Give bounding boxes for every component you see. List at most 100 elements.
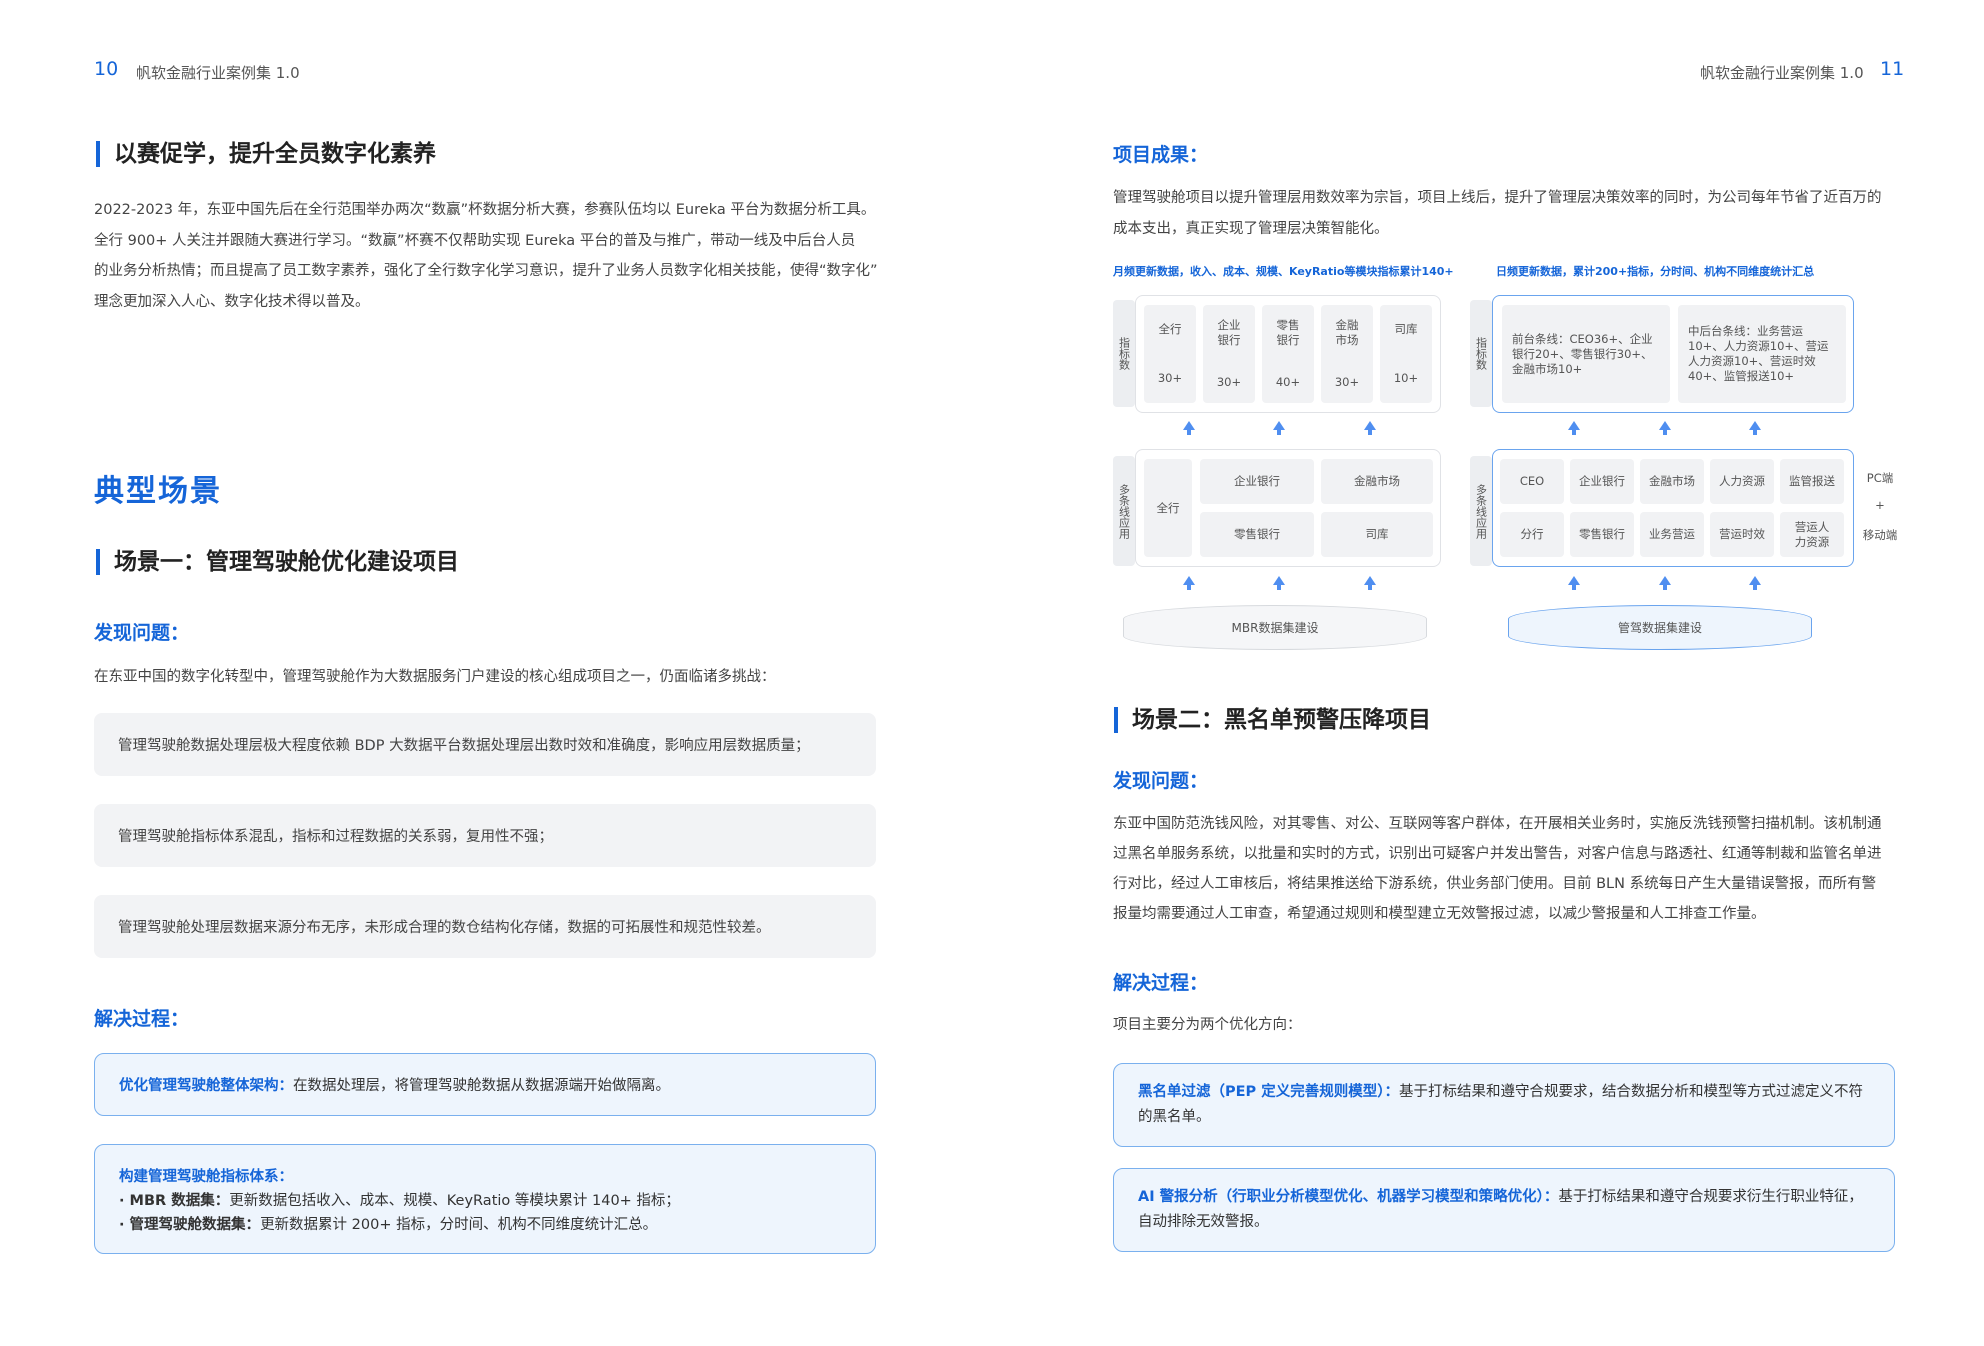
- paragraph-line: 全行 900+ 人关注并跟随大赛进行学习。“数赢”杯赛不仅帮助实现 Eureka…: [94, 232, 856, 249]
- solution-item-text: 在数据处理层，将管理驾驶舱数据从数据源端开始做隔离。: [293, 1078, 670, 1094]
- paragraph-line: 的业务分析热情；而且提高了员工数字素养，强化了全行数字化学习意识，提升了业务人员…: [94, 263, 878, 279]
- indicator-cells: 全行 30+ 企业银行 30+ 零售银行 40+ 金融市场 30+ 司库 10+: [1144, 305, 1432, 403]
- paragraph-line: 理念更加深入人心、数字化技术得以普及。: [94, 293, 370, 310]
- running-header-left: 帆软金融行业案例集 1.0: [136, 64, 300, 82]
- indicator-name: 司库: [1394, 322, 1418, 336]
- indicator-value: 30+: [1216, 374, 1242, 389]
- indicator-value: 10+: [1393, 371, 1419, 385]
- up-arrow-icon: [1749, 421, 1761, 435]
- scene1-title: 场景一：管理驾驶舱优化建设项目: [96, 549, 459, 575]
- problem-text: 管理驾驶舱处理层数据来源分布无序，未形成合理的数仓结构化存储，数据的可拓展性和规…: [118, 920, 771, 936]
- solution-item: 黑名单过滤（PEP 定义完善规则模型）：基于打标结果和遵守合规要求，结合数据分析…: [1113, 1063, 1895, 1147]
- problem-heading: 发现问题：: [94, 622, 190, 644]
- problem-item: 管理驾驶舱数据处理层极大程度依赖 BDP 大数据平台数据处理层出数时效和准确度，…: [94, 713, 876, 776]
- scene2-title: 场景二：黑名单预警压降项目: [1114, 707, 1431, 733]
- problem-item: 管理驾驶舱处理层数据来源分布无序，未形成合理的数仓结构化存储，数据的可拓展性和规…: [94, 895, 876, 958]
- indicator-name: 企业银行: [1217, 318, 1241, 348]
- result-heading: 项目成果：: [1113, 144, 1209, 166]
- indicator-cell: 金融市场 30+: [1321, 305, 1373, 403]
- paragraph-line: 行对比，经过人工审核后，将结果推送给下游系统，供业务部门使用。目前 BLN 系统…: [1113, 876, 1877, 892]
- page-number-left: 10: [94, 58, 119, 80]
- application-cell: 零售银行: [1570, 512, 1634, 557]
- section-paragraph: 2022-2023 年，东亚中国先后在全行范围举办两次“数赢”杯数据分析大赛，参…: [94, 195, 894, 317]
- up-arrow-icon: [1659, 576, 1671, 590]
- solution-heading: 解决过程：: [1113, 972, 1209, 994]
- up-arrow-icon: [1183, 576, 1195, 590]
- indicator-value: 30+: [1157, 371, 1183, 385]
- application-cell: 零售银行: [1200, 512, 1314, 557]
- solution-item: 构建管理驾驶舱指标体系： · MBR 数据集：更新数据包括收入、成本、规模、Ke…: [94, 1144, 876, 1254]
- result-paragraph: 管理驾驶舱项目以提升管理层用数效率为宗旨，项目上线后，提升了管理层决策效率的同时…: [1113, 183, 1903, 244]
- indicator-name: 零售银行: [1276, 318, 1300, 348]
- section-title: 以赛促学，提升全员数字化素养: [96, 141, 436, 167]
- application-cell: 企业银行: [1200, 459, 1314, 504]
- up-arrow-icon: [1749, 576, 1761, 590]
- pc-label: PC端: [1866, 471, 1894, 485]
- paragraph-line: 东亚中国防范洗钱风险，对其零售、对公、互联网等客户群体，在开展相关业务时，实施反…: [1113, 816, 1882, 832]
- indicator-name: 金融市场: [1335, 318, 1359, 348]
- solution-sublabel: · MBR 数据集：: [119, 1193, 230, 1209]
- application-row: CEO 企业银行 金融市场 人力资源 监管报送: [1500, 459, 1844, 504]
- indicator-cell: 中后台条线：业务营运10+、人力资源10+、营运人力资源10+、营运时效40+、…: [1678, 305, 1846, 403]
- up-arrow-icon: [1568, 576, 1580, 590]
- application-row: 分行 零售银行 业务营运 营运时效 营运人力资源: [1500, 512, 1844, 557]
- indicator-count-label: 指标数: [1470, 300, 1492, 407]
- mobile-label: 移动端: [1862, 528, 1898, 542]
- indicator-count-label: 指标数: [1113, 300, 1135, 407]
- application-cell: 金融市场: [1640, 459, 1704, 504]
- problem-text: 管理驾驶舱指标体系混乱，指标和过程数据的关系弱，复用性不强；: [118, 829, 553, 845]
- application-cell: 营运时效: [1710, 512, 1774, 557]
- plus-label: +: [1875, 498, 1885, 512]
- up-arrow-icon: [1364, 576, 1376, 590]
- solution-item: AI 警报分析（行职业分析模型优化、机器学习模型和策略优化）：基于打标结果和遵守…: [1113, 1168, 1895, 1252]
- dataset-base: 管驾数据集建设: [1508, 605, 1812, 650]
- problem-intro: 在东亚中国的数字化转型中，管理驾驶舱作为大数据服务门户建设的核心组成项目之一，仍…: [94, 669, 776, 685]
- indicator-cell: 前台条线：CEO36+、企业银行20+、零售银行30+、金融市场10+: [1502, 305, 1670, 403]
- application-cell: 监管报送: [1780, 459, 1844, 504]
- problem-paragraph: 东亚中国防范洗钱风险，对其零售、对公、互联网等客户群体，在开展相关业务时，实施反…: [1113, 809, 1903, 929]
- up-arrow-icon: [1273, 576, 1285, 590]
- paragraph-line: 成本支出，真正实现了管理层决策智能化。: [1113, 220, 1389, 237]
- diagram-right-caption: 日频更新数据，累计200+指标，分时间、机构不同维度统计汇总: [1496, 265, 1815, 278]
- solution-item-text: 基于打标结果和遵守合规要求衍生行职业特征，: [1558, 1189, 1863, 1205]
- indicator-cell: 司库 10+: [1380, 305, 1432, 403]
- paragraph-line: 报量均需要通过人工审查，希望通过规则和模型建立无效警报过滤，以减少警报量和人工排…: [1113, 906, 1766, 922]
- up-arrow-icon: [1659, 421, 1671, 435]
- application-cell: 企业银行: [1570, 459, 1634, 504]
- solution-subtext: 更新数据累计 200+ 指标，分时间、机构不同维度统计汇总。: [260, 1217, 658, 1233]
- up-arrow-icon: [1364, 421, 1376, 435]
- solution-item-text: 基于打标结果和遵守合规要求，结合数据分析和模型等方式过滤定义不符: [1398, 1084, 1863, 1100]
- indicator-value: 30+: [1334, 374, 1360, 389]
- solution-item-label: AI 警报分析（行职业分析模型优化、机器学习模型和策略优化）：: [1138, 1189, 1559, 1205]
- indicator-cell: 零售银行 40+: [1262, 305, 1314, 403]
- paragraph-line: 过黑名单服务系统，以批量和实时的方式，识别出可疑客户并发出警告，对客户信息与路透…: [1113, 846, 1882, 862]
- application-cell: CEO: [1500, 459, 1564, 504]
- solution-subtext: 更新数据包括收入、成本、规模、KeyRatio 等模块累计 140+ 指标；: [229, 1193, 680, 1209]
- solution-item-text: 自动排除无效警报。: [1138, 1214, 1269, 1230]
- application-cell: 人力资源: [1710, 459, 1774, 504]
- paragraph-line: 2022-2023 年，东亚中国先后在全行范围举办两次“数赢”杯数据分析大赛，参…: [94, 202, 876, 218]
- solution-sublabel: · 管理驾驶舱数据集：: [119, 1217, 261, 1233]
- indicator-cell: 企业银行 30+: [1203, 305, 1255, 403]
- problem-item: 管理驾驶舱指标体系混乱，指标和过程数据的关系弱，复用性不强；: [94, 804, 876, 867]
- up-arrow-icon: [1273, 421, 1285, 435]
- application-cell: 业务营运: [1640, 512, 1704, 557]
- indicator-value: 40+: [1275, 374, 1301, 389]
- solution-item-text: 的黑名单。: [1138, 1109, 1211, 1125]
- application-cell: 营运人力资源: [1780, 512, 1844, 557]
- diagram-left-caption: 月频更新数据，收入、成本、规模、KeyRatio等模块指标累计140+: [1113, 265, 1454, 278]
- solution-item-label: 构建管理驾驶舱指标体系：: [119, 1169, 293, 1185]
- indicator-name: 全行: [1158, 322, 1182, 336]
- problem-text: 管理驾驶舱数据处理层极大程度依赖 BDP 大数据平台数据处理层出数时效和准确度，…: [118, 738, 810, 754]
- problem-heading: 发现问题：: [1113, 770, 1209, 792]
- up-arrow-icon: [1183, 421, 1195, 435]
- dataset-base: MBR数据集建设: [1123, 605, 1427, 650]
- solution-item: 优化管理驾驶舱整体架构：在数据处理层，将管理驾驶舱数据从数据源端开始做隔离。: [94, 1053, 876, 1116]
- application-cell: 司库: [1321, 512, 1433, 557]
- up-arrow-icon: [1568, 421, 1580, 435]
- solution-item-label: 优化管理驾驶舱整体架构：: [119, 1078, 293, 1094]
- indicator-cell: 全行 30+: [1144, 305, 1196, 403]
- solution-heading: 解决过程：: [94, 1008, 190, 1030]
- application-cell: 分行: [1500, 512, 1564, 557]
- solution-intro: 项目主要分为两个优化方向：: [1113, 1017, 1302, 1033]
